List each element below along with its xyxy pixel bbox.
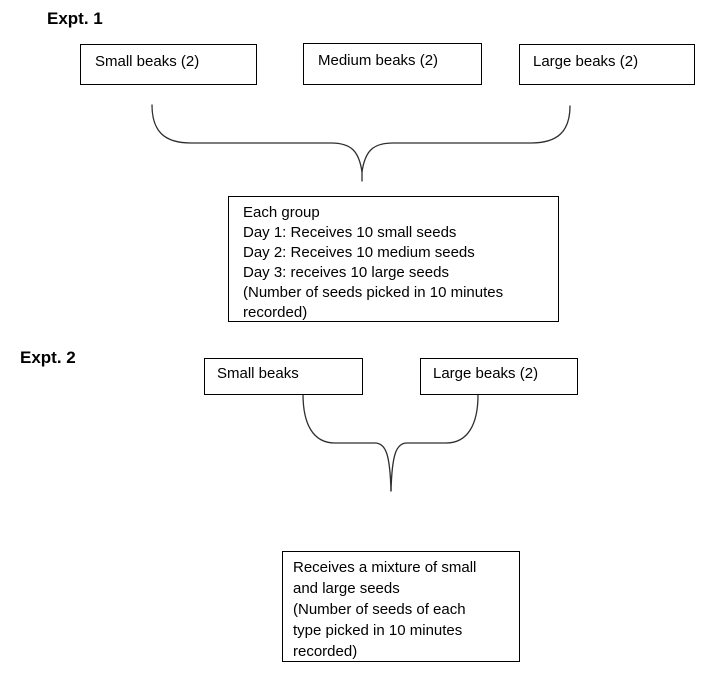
expt1-procedure-line: recorded) [243, 304, 308, 321]
expt1-curly-brace-right [361, 105, 571, 173]
expt2-procedure-line: Receives a mixture of small [293, 559, 477, 576]
expt1-box-large-beaks-label: Large beaks (2) [533, 53, 639, 70]
expt1-box-large-beaks: Large beaks (2) [519, 44, 695, 85]
expt1-procedure-line: Day 2: Receives 10 medium seeds [243, 244, 475, 261]
expt2-box-small-beaks: Small beaks [204, 358, 363, 395]
expt2-label: Expt. 2 [20, 348, 76, 367]
expt2-procedure-box: Receives a mixture of small and large se… [282, 551, 520, 662]
expt2-box-small-beaks-label: Small beaks [217, 365, 299, 382]
expt2-box-large-beaks-label: Large beaks (2) [433, 365, 539, 382]
expt1-curly-brace-left [151, 104, 363, 182]
expt1-label: Expt. 1 [47, 9, 103, 28]
expt1-box-medium-beaks-label: Medium beaks (2) [318, 52, 439, 69]
expt2-procedure-line: recorded) [293, 643, 358, 660]
expt1-box-small-beaks-label: Small beaks (2) [95, 53, 200, 70]
expt1-procedure-line: Each group [243, 204, 320, 221]
expt1-procedure-box: Each group Day 1: Receives 10 small seed… [228, 196, 559, 322]
expt2-curly-brace-left [302, 393, 392, 492]
expt1-procedure-line: Day 3: receives 10 large seeds [243, 264, 449, 281]
expt1-box-medium-beaks: Medium beaks (2) [303, 43, 482, 85]
expt2-procedure-line: type picked in 10 minutes [293, 622, 463, 639]
expt1-procedure-line: Day 1: Receives 10 small seeds [243, 224, 457, 241]
expt2-procedure-line: (Number of seeds of each [293, 601, 466, 618]
expt2-box-large-beaks: Large beaks (2) [420, 358, 578, 395]
expt2-curly-brace-right [390, 394, 479, 492]
expt1-procedure-line: (Number of seeds picked in 10 minutes [243, 284, 504, 301]
expt2-procedure-line: and large seeds [293, 580, 400, 597]
expt1-box-small-beaks: Small beaks (2) [80, 44, 257, 85]
